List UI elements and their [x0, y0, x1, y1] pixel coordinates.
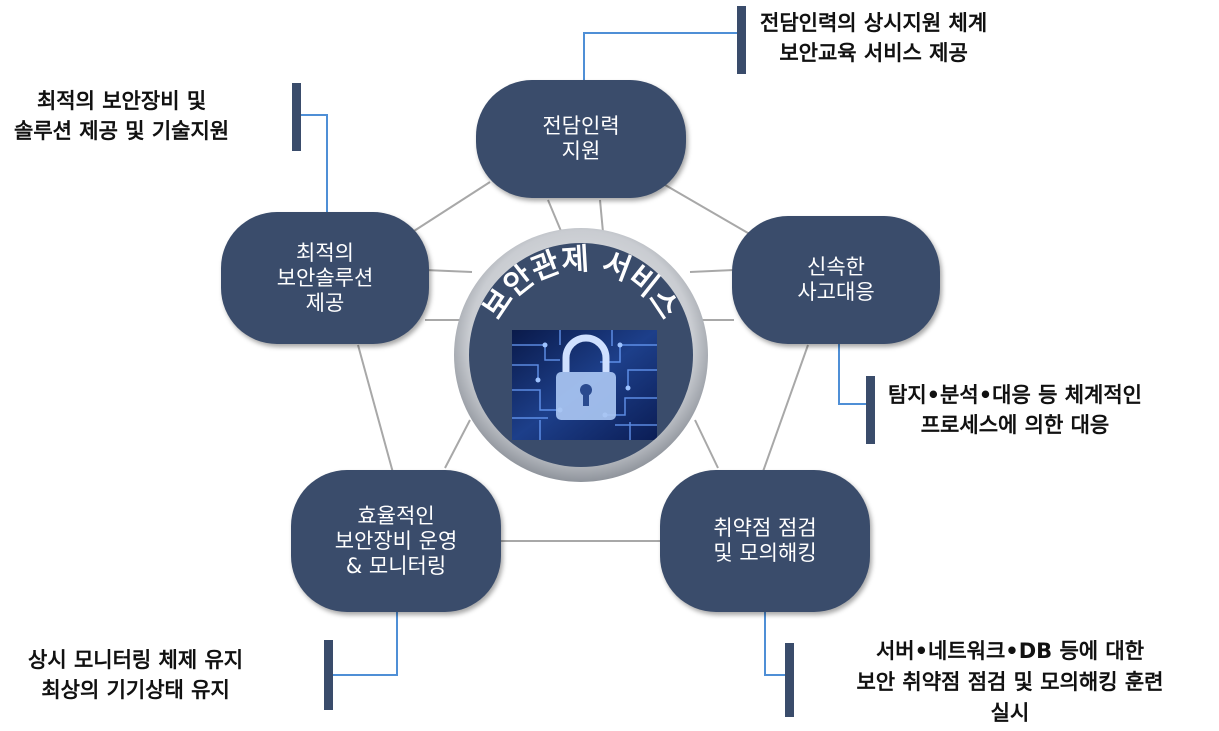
node-staff-support-line2: 지원 — [561, 139, 601, 163]
callout-bar-solution — [292, 83, 301, 151]
desc-security-solution-line1: 최적의 보안장비 및 — [36, 89, 207, 113]
node-vuln-pentest-line2: 및 모의해킹 — [713, 541, 817, 565]
node-security-solution-line3: 제공 — [305, 290, 345, 315]
node-ops-monitoring-line3: & 모니터링 — [345, 553, 447, 578]
node-security-solution-line1: 최적의 — [296, 240, 354, 265]
node-staff-support: 전담인력 지원 — [476, 80, 686, 198]
desc-ops-monitoring-line1: 상시 모니터링 체제 유지 — [28, 648, 244, 672]
callout-bar-ops — [324, 640, 333, 710]
callout-bars — [292, 6, 875, 717]
desc-ops-monitoring: 상시 모니터링 체제 유지 최상의 기기상태 유지 — [28, 645, 243, 705]
node-rapid-response-line1: 신속한 — [807, 255, 865, 279]
desc-vuln-pentest-line3: 실시 — [990, 701, 1030, 725]
node-rapid-response-line2: 사고대응 — [797, 280, 875, 304]
callout-line-ops — [330, 612, 398, 676]
edge-response-vuln — [759, 344, 809, 481]
desc-staff-support-line1: 전담인력의 상시지원 체계 — [760, 11, 988, 35]
spoke-solution — [424, 269, 473, 273]
node-security-solution-line2: 보안솔루션 — [276, 265, 374, 290]
desc-staff-support: 전담인력의 상시지원 체계 보안교육 서비스 제공 — [760, 8, 987, 68]
node-ops-monitoring-line1: 효율적인 — [357, 503, 435, 528]
node-ops-monitoring-line2: 보안장비 운영 — [334, 528, 458, 553]
desc-security-solution: 최적의 보안장비 및 솔루션 제공 및 기술지원 — [14, 86, 229, 146]
desc-vuln-pentest-line1: 서버•네트워크•DB 등에 대한 — [875, 639, 1145, 663]
node-security-solution: 최적의 보안솔루션 제공 — [221, 212, 429, 344]
spoke-ops — [444, 419, 471, 469]
node-rapid-response: 신속한 사고대응 — [732, 216, 940, 344]
desc-vuln-pentest: 서버•네트워크•DB 등에 대한 보안 취약점 점검 및 모의해킹 훈련 실시 — [806, 636, 1214, 729]
callout-line-response — [838, 343, 866, 405]
center-medallion: 보안관제 서비스 — [454, 228, 708, 482]
callout-bar-response — [866, 376, 875, 444]
callout-lines — [298, 32, 866, 676]
desc-ops-monitoring-line2: 최상의 기기상태 유지 — [41, 678, 230, 702]
callout-line-staff — [583, 32, 737, 80]
node-staff-support-line1: 전담인력 — [542, 114, 620, 138]
desc-rapid-response: 탐지•분석•대응 등 체계적인 프로세스에 의한 대응 — [888, 380, 1142, 440]
desc-vuln-pentest-line2: 보안 취약점 점검 및 모의해킹 훈련 — [856, 670, 1164, 694]
spoke-response — [689, 269, 735, 273]
spoke-vuln — [694, 419, 719, 469]
circuit-padlock-icon — [512, 330, 657, 440]
desc-rapid-response-line2: 프로세스에 의한 대응 — [920, 413, 1110, 437]
desc-rapid-response-line1: 탐지•분석•대응 등 체계적인 — [888, 383, 1142, 407]
desc-security-solution-line2: 솔루션 제공 및 기술지원 — [14, 119, 230, 143]
callout-bar-vuln — [785, 643, 794, 717]
connector-lines — [357, 181, 809, 542]
desc-staff-support-line2: 보안교육 서비스 제공 — [779, 41, 968, 65]
edge-ops-solution — [357, 344, 396, 481]
node-ops-monitoring: 효율적인 보안장비 운영 & 모니터링 — [291, 470, 501, 612]
callout-line-solution — [298, 114, 328, 212]
edge-staff-response — [659, 181, 761, 241]
node-vuln-pentest: 취약점 점검 및 모의해킹 — [660, 470, 870, 612]
callout-bar-staff — [737, 6, 746, 74]
callout-line-vuln — [764, 612, 788, 676]
node-vuln-pentest-line1: 취약점 점검 — [713, 516, 817, 540]
